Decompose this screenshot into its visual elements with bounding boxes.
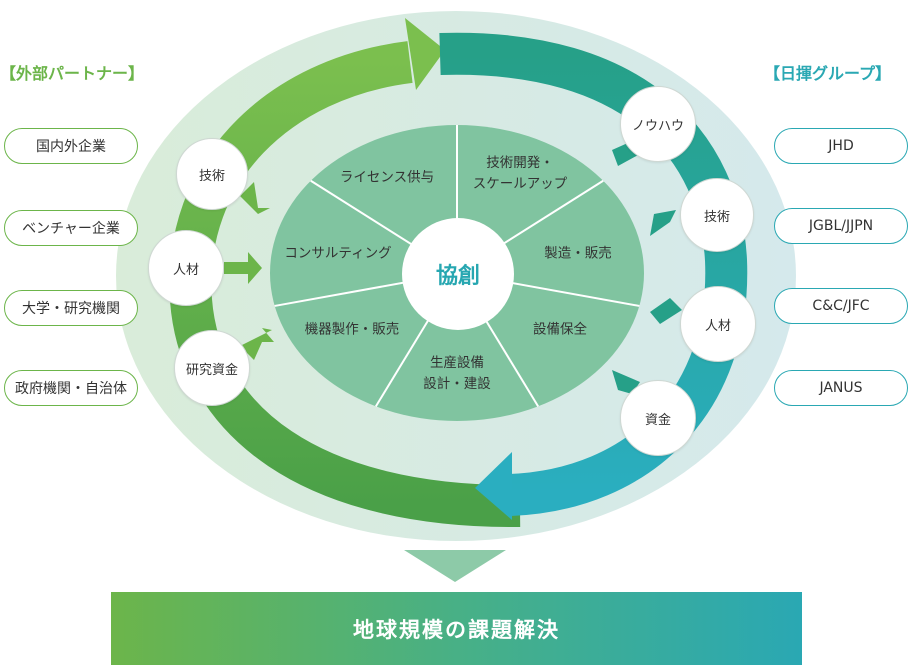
right-flow-technology: 技術 [680,178,754,252]
right-flow-knowhow: ノウハウ [620,86,696,162]
flow-arrow-left-2 [224,252,262,284]
segment-consulting: コンサルティング [284,245,392,262]
co-creation-center: 協創 [402,218,514,330]
segment-maintenance: 設備保全 [533,321,587,338]
flow-arrow-left-3 [240,328,274,360]
flow-arrow-right-3 [650,298,682,324]
group-janus: JANUS [774,370,908,406]
flow-arrow-left-1 [240,182,270,214]
segment-plant-design-construction: 生産設備 設計・建設 [423,355,491,392]
segment-manufacturing-sales: 製造・販売 [544,245,612,262]
teal-cycle-arrow [439,32,748,516]
left-flow-arrows [224,182,274,360]
flow-arrow-right-2 [650,210,676,236]
right-group-title: 【日揮グループ】 [764,64,892,83]
group-cc-jfc: C&C/JFC [774,288,908,324]
global-issue-solution-banner: 地球規模の課題解決 [111,592,802,665]
down-arrow [404,550,506,582]
partner-government: 政府機関・自治体 [4,370,138,406]
partner-venture-companies: ベンチャー企業 [4,210,138,246]
partner-universities: 大学・研究機関 [4,290,138,326]
segment-equipment-fabrication: 機器製作・販売 [304,321,400,338]
right-flow-funds: 資金 [620,380,696,456]
right-flow-talent: 人材 [680,286,756,362]
left-flow-technology: 技術 [176,138,248,210]
partner-domestic-foreign-companies: 国内外企業 [4,128,138,164]
segment-tech-development: 技術開発・ スケールアップ [472,155,568,192]
left-flow-talent: 人材 [148,230,224,306]
teal-arrowhead [475,452,512,520]
left-flow-research-funds: 研究資金 [174,330,250,406]
green-arrowhead [405,18,445,90]
left-group-title: 【外部パートナー】 [0,64,145,83]
segment-licensing: ライセンス供与 [339,169,435,186]
group-jgbl-jjpn: JGBL/JJPN [774,208,908,244]
group-jhd: JHD [774,128,908,164]
